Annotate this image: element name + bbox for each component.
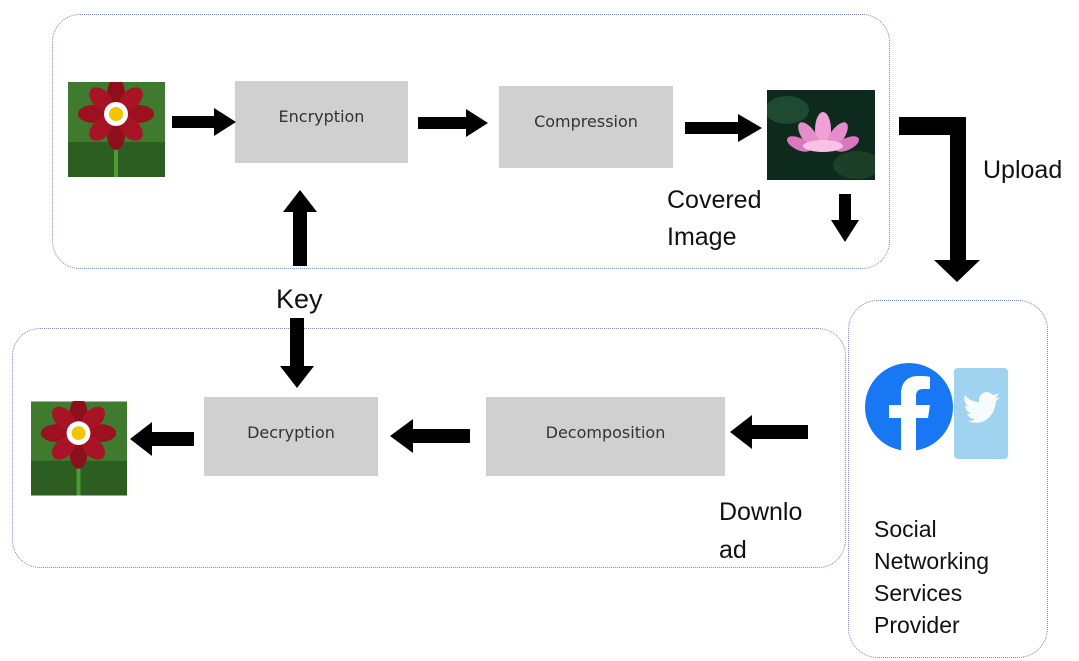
encryption-box: Encryption (235, 81, 408, 163)
decomposition-box: Decomposition (486, 397, 725, 476)
upload-label: Upload (983, 156, 1063, 184)
provider-label-line1: Social (874, 516, 937, 542)
encryption-label: Encryption (278, 107, 365, 126)
provider-label-line3: Services (874, 580, 963, 606)
provider-label-line2: Networking (874, 548, 990, 574)
download-label-line1: Downlo (719, 498, 803, 526)
covered-image-label-line2: Image (667, 223, 737, 251)
original-image (68, 82, 165, 177)
key-label: Key (276, 284, 323, 314)
decomposition-label: Decomposition (545, 423, 666, 442)
recovered-image (31, 401, 127, 496)
lotus-image-icon (767, 90, 875, 180)
twitter-icon (954, 368, 1008, 459)
covered-image-label-line1: Covered (667, 186, 762, 214)
covered-image (767, 90, 875, 180)
facebook-icon (864, 360, 954, 455)
decryption-box: Decryption (204, 397, 378, 476)
encoding-panel (52, 14, 890, 269)
download-label-line2: ad (719, 536, 747, 564)
arrow-upload (899, 117, 980, 282)
provider-panel (848, 300, 1048, 658)
provider-label-line4: Provider (874, 612, 960, 638)
flower-image-icon (31, 401, 127, 496)
compression-label: Compression (534, 112, 638, 131)
flower-image-icon (68, 82, 165, 177)
decryption-label: Decryption (247, 423, 335, 442)
compression-box: Compression (499, 86, 673, 168)
